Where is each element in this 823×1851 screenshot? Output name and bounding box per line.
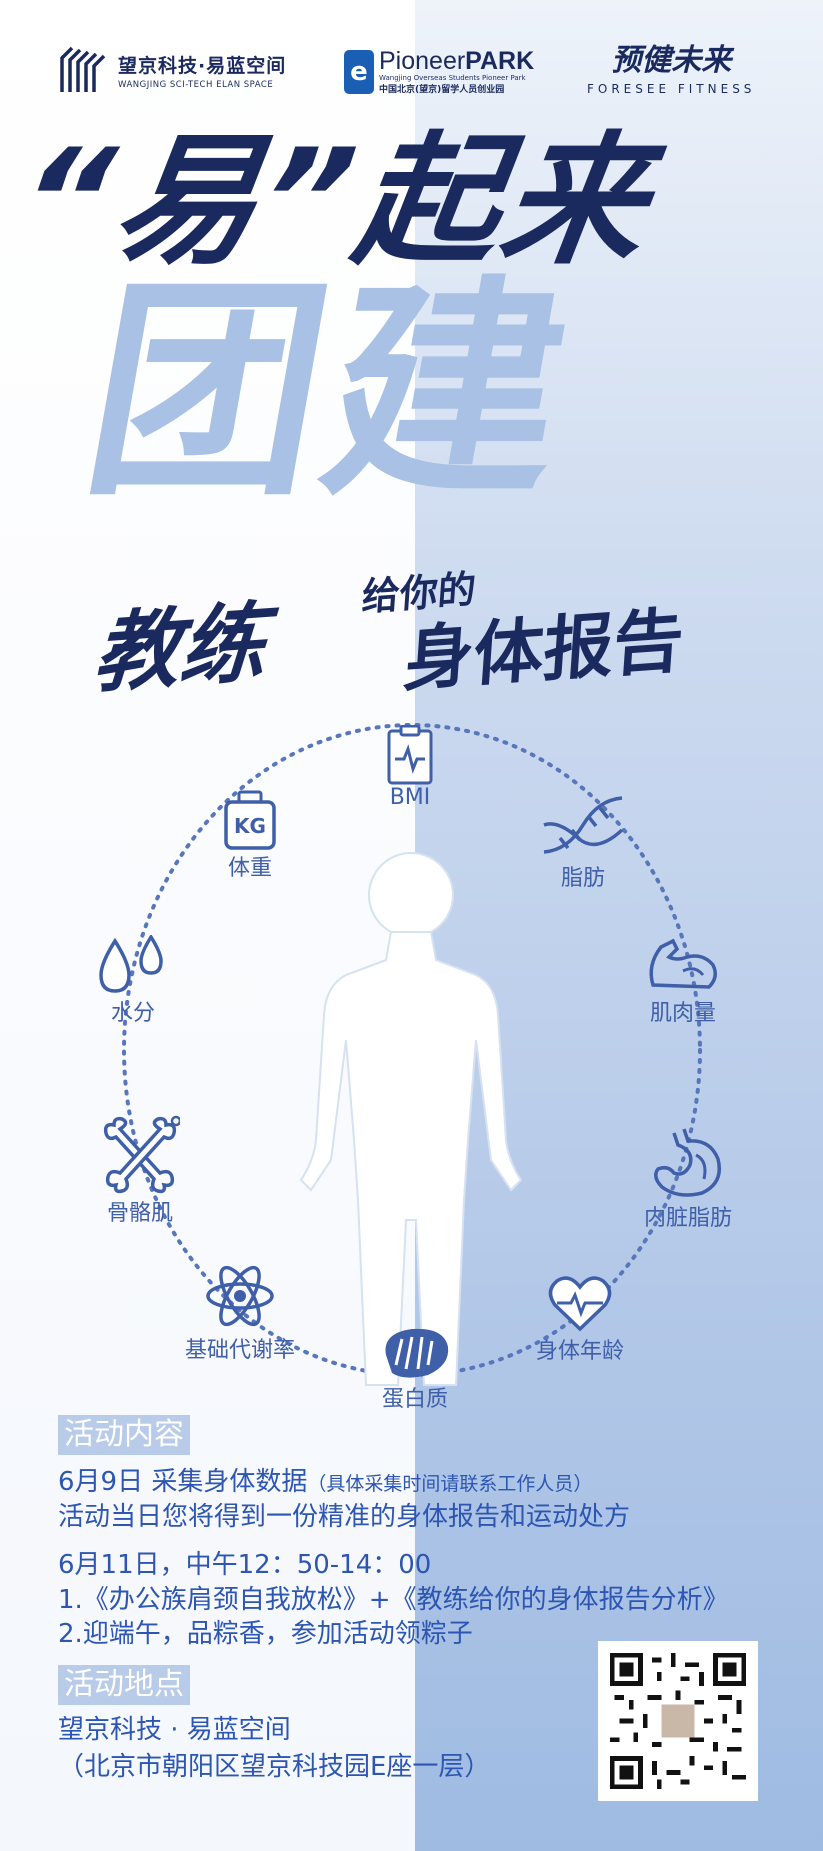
metric-weight: KG 体重 <box>210 790 290 882</box>
logo-foresee-name: 预健未来 <box>611 43 732 78</box>
qr-code-pattern <box>610 1653 746 1789</box>
weight-kg-icon: KG <box>223 790 277 850</box>
activity-date1: 6月9日 采集身体数据 <box>58 1467 308 1497</box>
metric-label: 体重 <box>227 856 272 881</box>
activity-item2: 2.迎端午，品粽香，参加活动领粽子 <box>58 1619 473 1649</box>
qr-code[interactable] <box>598 1641 758 1801</box>
logo-foresee-subtitle: FORESEE FITNESS <box>587 82 756 96</box>
metric-label: 骨骼肌 <box>106 1201 173 1226</box>
location-name: 望京科技 · 易蓝空间 <box>58 1715 291 1745</box>
activity-date1-desc: 活动当日您将得到一份精准的身体报告和运动处方 <box>58 1502 631 1532</box>
activity-section-title: 活动内容 <box>58 1415 190 1455</box>
logo-wangjing-elan: 望京科技·易蓝空间 WANGJING SCI-TECH ELAN SPACE <box>58 44 286 96</box>
activity-date1-line: 6月9日 采集身体数据（具体采集时间请联系工作人员） <box>58 1465 592 1501</box>
logo-pioneer-subtitle-cn: 中国北京(望京)留学人员创业园 <box>379 85 505 95</box>
activity-date2: 6月11日，中午12：50-14：00 <box>58 1550 432 1580</box>
metric-label: 身体年龄 <box>535 1339 624 1364</box>
metric-bmr: 基础代谢率 <box>170 1260 310 1364</box>
activity-date1-note: （具体采集时间请联系工作人员） <box>307 1473 593 1495</box>
metric-muscle: 肌肉量 <box>638 935 728 1027</box>
background-left-panel <box>0 0 420 1851</box>
background-right-panel <box>415 0 823 1851</box>
steak-icon <box>385 1328 449 1378</box>
metric-body-age: 身体年龄 <box>520 1275 640 1365</box>
metric-fat: 脂肪 <box>538 790 628 892</box>
headline-line3-big: 教练 <box>90 592 270 706</box>
metric-label: 脂肪 <box>560 866 605 891</box>
water-drop-icon <box>99 935 163 993</box>
metric-protein: 蛋白质 <box>370 1325 460 1413</box>
logo-foresee-fitness: 预健未来 FORESEE FITNESS <box>587 43 756 97</box>
metric-label: 内脏脂肪 <box>643 1206 732 1231</box>
stomach-icon <box>654 1128 721 1197</box>
wangjing-logo-icon <box>60 46 106 92</box>
logo-pioneer-subtitle-en: Wangjing Overseas Students Pioneer Park <box>379 74 526 82</box>
location-address: （北京市朝阳区望京科技园E座一层） <box>58 1752 491 1782</box>
bone-icon <box>103 1115 180 1194</box>
logo-bar: 望京科技·易蓝空间 WANGJING SCI-TECH ELAN SPACE e… <box>0 44 823 104</box>
weight-kg-badge: KG <box>234 814 266 838</box>
activity-item1: 1.《办公族肩颈自我放松》+《教练给你的身体报告分析》 <box>58 1585 729 1615</box>
clipboard-heartbeat-icon <box>387 725 433 785</box>
metric-visceral-fat: 内脏脂肪 <box>628 1125 748 1232</box>
location-section-title: 活动地点 <box>58 1665 190 1705</box>
human-body-figure <box>299 852 523 1386</box>
logo-wangjing-subtitle: WANGJING SCI-TECH ELAN SPACE <box>118 79 274 90</box>
metric-label: BMI <box>389 785 431 810</box>
metric-label: 蛋白质 <box>381 1387 448 1412</box>
atom-icon <box>206 1265 274 1327</box>
dna-icon <box>543 796 624 854</box>
metric-label: 肌肉量 <box>649 1001 716 1026</box>
arm-muscle-icon <box>649 938 717 989</box>
metric-label: 基础代谢率 <box>184 1338 295 1363</box>
metric-label: 水分 <box>110 1001 155 1026</box>
logo-wangjing-name: 望京科技·易蓝空间 <box>118 54 287 77</box>
body-metrics-diagram: BMI 脂肪 肌肉量 内脏脂肪 身体年龄 <box>0 720 823 1440</box>
heart-pulse-icon <box>548 1276 612 1332</box>
logo-pioneer-name: PioneerPARK <box>379 47 535 75</box>
logo-pioneer-park: e PioneerPARK Wangjing Overseas Students… <box>344 48 534 95</box>
pioneer-logo-icon: e <box>344 49 374 94</box>
headline-line2: 团建 <box>68 257 592 527</box>
metric-water: 水分 <box>88 935 178 1027</box>
metric-bmi: BMI <box>370 725 450 810</box>
metric-skeletal-muscle: 骨骼肌 <box>80 1115 200 1227</box>
